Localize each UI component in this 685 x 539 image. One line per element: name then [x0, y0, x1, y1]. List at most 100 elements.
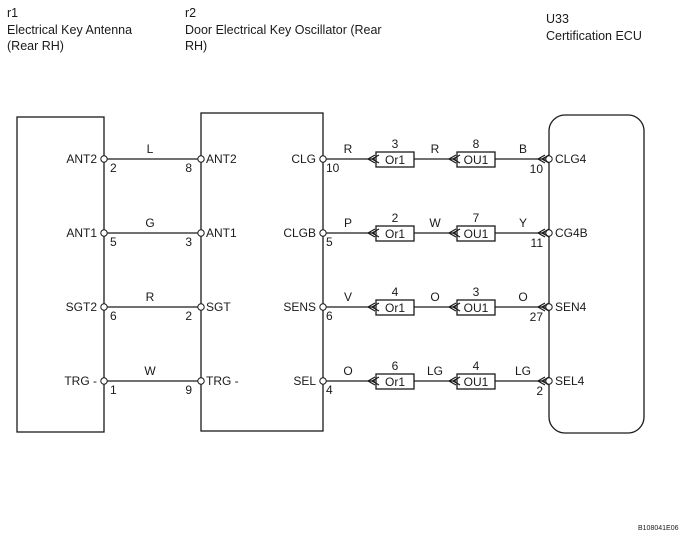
ecu-pin-terminal	[545, 155, 553, 163]
connector-arrow-ou1	[447, 154, 461, 164]
ou1-label: OU1	[464, 153, 489, 167]
wire-color-1: P	[344, 216, 352, 230]
connector-arrow-ou1	[447, 376, 461, 386]
r1-pin-terminal	[100, 155, 108, 163]
wire-color-1: V	[344, 290, 352, 304]
header-r2: r2 Door Electrical Key Oscillator (Rear …	[185, 6, 382, 53]
or1-label: Or1	[385, 227, 405, 241]
ecu-pin-number: 27	[530, 310, 544, 324]
r2-left-pin-name: SGT	[206, 300, 231, 314]
wire-color-2: LG	[427, 364, 443, 378]
u33-component-box	[548, 114, 645, 434]
connector-arrow-or1	[366, 154, 380, 164]
connector-arrow-ou1	[447, 302, 461, 312]
r2-left-pin-terminal	[197, 155, 205, 163]
or1-pin-number: 6	[392, 359, 399, 373]
r1-code: r1	[7, 6, 18, 20]
header-r1: r1 Electrical Key Antenna (Rear RH)	[7, 6, 132, 53]
wire-color-2: O	[430, 290, 439, 304]
connector-or1-box	[375, 373, 415, 390]
wire-color: L	[147, 142, 154, 156]
wire-color-1: R	[344, 142, 353, 156]
r1-pin-number: 1	[110, 383, 117, 397]
or1-pin-number: 2	[392, 211, 399, 225]
r2-right-pin-terminal	[319, 229, 327, 237]
r2-right-pin-number: 4	[326, 383, 333, 397]
r1-component-box	[16, 116, 105, 433]
r1-pin-terminal	[100, 229, 108, 237]
ou1-label: OU1	[464, 375, 489, 389]
figure-id: B108041E06	[638, 525, 679, 532]
u33-title: Certification ECU	[546, 29, 642, 43]
r2-right-pin-terminal	[319, 377, 327, 385]
ou1-label: OU1	[464, 227, 489, 241]
u33-code: U33	[546, 12, 569, 26]
ou1-pin-number: 7	[473, 211, 480, 225]
r2-left-pin-number: 8	[185, 161, 192, 175]
connector-ou1-box	[456, 225, 496, 242]
wire-color-1: O	[343, 364, 352, 378]
connector-or1-box	[375, 151, 415, 168]
r1-pin-name: ANT1	[66, 226, 97, 240]
ecu-pin-terminal	[545, 303, 553, 311]
wire-color: R	[146, 290, 155, 304]
ecu-pin-number: 11	[531, 236, 544, 250]
wire-color: G	[145, 216, 154, 230]
ou1-pin-number: 4	[473, 359, 480, 373]
connector-ou1-box	[456, 299, 496, 316]
r1-pin-name: TRG -	[64, 374, 97, 388]
r2-right-pin-name: CLG	[291, 152, 316, 166]
r1-pin-number: 5	[110, 235, 117, 249]
ecu-pin-number: 2	[536, 384, 543, 398]
r1-title-line2: (Rear RH)	[7, 39, 64, 53]
wire-color-3: LG	[515, 364, 531, 378]
r2-title-line1: Door Electrical Key Oscillator (Rear	[185, 23, 382, 37]
connector-or1-box	[375, 299, 415, 316]
r2-component-box	[200, 112, 324, 432]
r2-left-pin-number: 9	[185, 383, 192, 397]
ecu-pin-name: CG4B	[555, 226, 588, 240]
connector-ou1-box	[456, 151, 496, 168]
wire-color-3: Y	[519, 216, 527, 230]
r2-right-pin-name: SEL	[293, 374, 316, 388]
connector-arrow-or1	[366, 376, 380, 386]
r2-left-pin-number: 2	[185, 309, 192, 323]
ecu-pin-terminal	[545, 229, 553, 237]
ou1-pin-number: 3	[473, 285, 480, 299]
r1-pin-name: SGT2	[66, 300, 98, 314]
r2-left-pin-name: ANT1	[206, 226, 237, 240]
connector-ou1-box	[456, 373, 496, 390]
r2-left-pin-name: ANT2	[206, 152, 237, 166]
ecu-pin-terminal	[545, 377, 553, 385]
or1-label: Or1	[385, 301, 405, 315]
header-u33: U33 Certification ECU	[546, 12, 642, 43]
ecu-pin-name: SEL4	[555, 374, 585, 388]
wire-color-2: W	[429, 216, 441, 230]
ecu-pin-name: CLG4	[555, 152, 587, 166]
r2-right-pin-name: CLGB	[283, 226, 316, 240]
ecu-pin-name: SEN4	[555, 300, 587, 314]
r2-right-pin-number: 10	[326, 161, 340, 175]
or1-pin-number: 4	[392, 285, 399, 299]
r2-title-line2: RH)	[185, 39, 207, 53]
r2-right-pin-terminal	[319, 303, 327, 311]
wire-color-3: O	[518, 290, 527, 304]
wire-color-2: R	[431, 142, 440, 156]
connector-arrow-ecu	[536, 228, 550, 238]
r2-code: r2	[185, 6, 196, 20]
or1-label: Or1	[385, 153, 405, 167]
r2-left-pin-terminal	[197, 303, 205, 311]
r2-right-pin-number: 6	[326, 309, 333, 323]
r2-left-pin-terminal	[197, 229, 205, 237]
connector-arrow-ecu	[536, 376, 550, 386]
wire-color-3: B	[519, 142, 527, 156]
connector-arrow-ecu	[536, 154, 550, 164]
r2-right-pin-number: 5	[326, 235, 333, 249]
r1-pin-name: ANT2	[66, 152, 97, 166]
r1-pin-number: 6	[110, 309, 117, 323]
connector-or1-box	[375, 225, 415, 242]
connector-arrow-ou1	[447, 228, 461, 238]
r2-right-pin-name: SENS	[283, 300, 316, 314]
